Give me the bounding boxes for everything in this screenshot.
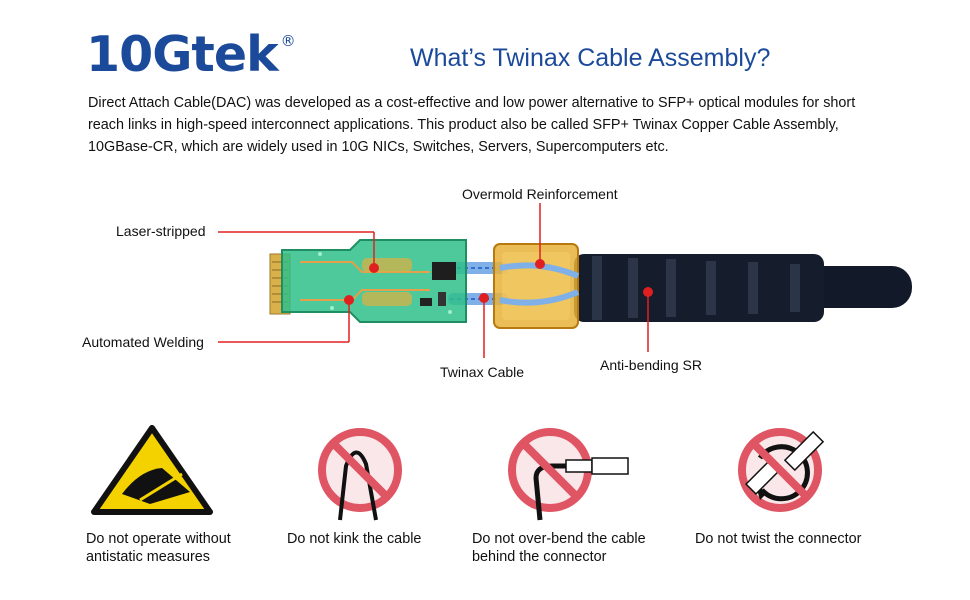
warning-caption-line: Do not twist the connector [695,531,862,547]
warning-caption-line: Do not over-bend the cable [472,531,646,547]
warning-caption: Do not operate without antistatic measur… [86,530,231,566]
no-kink-icon [318,428,402,521]
warning-caption-line: behind the connector [472,549,607,565]
no-twist-icon [738,428,825,512]
callout-pointers [218,203,653,358]
callout-overmold: Overmold Reinforcement [462,186,618,202]
brand-name: 10Gtek [86,26,279,83]
no-overbend-icon [508,428,629,521]
warning-caption-line: Do not operate without [86,531,231,547]
warning-caption: Do not twist the connector [695,530,861,548]
page-title: What’s Twinax Cable Assembly? [410,44,771,72]
warning-caption-line: antistatic measures [86,549,210,565]
registered-mark: ® [280,32,296,50]
warning-caption-line: Do not kink the cable [287,531,422,547]
callout-automated-welding: Automated Welding [82,334,204,350]
strain-relief [574,254,824,322]
brand-logo: 10Gtek® [86,26,296,83]
callout-anti-bending: Anti-bending SR [600,357,702,373]
warning-caption: Do not kink the cable [287,530,421,548]
callout-twinax-cable: Twinax Cable [440,364,525,380]
warning-caption: Do not over-bend the cable behind the co… [472,530,646,566]
intro-paragraph: Direct Attach Cable(DAC) was developed a… [88,95,856,155]
callout-laser-stripped: Laser-stripped [116,223,206,239]
overmold-block [493,243,580,329]
antistatic-warning-icon [91,425,213,515]
